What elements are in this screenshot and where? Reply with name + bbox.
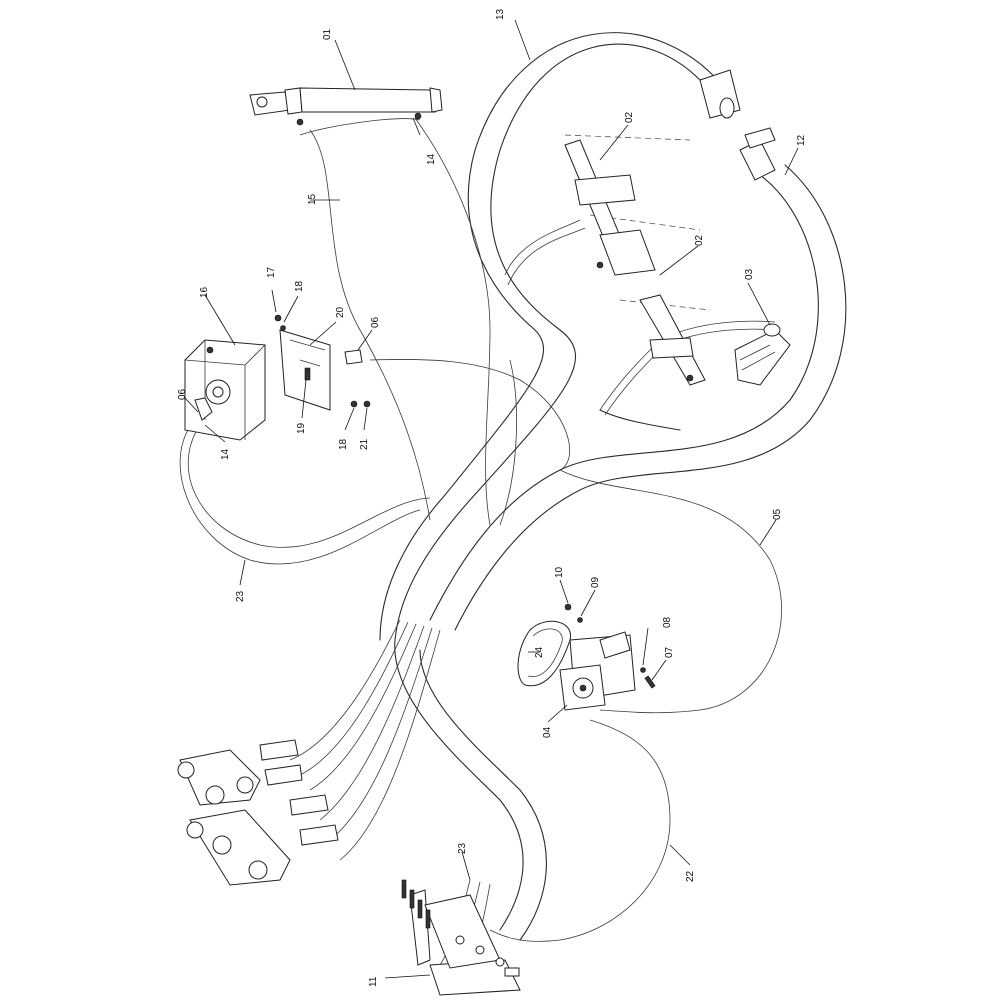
- callout-22: 22: [685, 870, 696, 882]
- callout-19: 19: [296, 422, 307, 434]
- callout-23-left: 23: [235, 590, 246, 602]
- callout-06-left: 06: [177, 388, 188, 400]
- callout-18-lower: 18: [338, 438, 349, 450]
- callout-14-lower: 14: [220, 448, 231, 460]
- callout-02-lower: 02: [694, 234, 705, 246]
- callout-18-upper: 18: [294, 280, 305, 292]
- cylinder-01: [249, 87, 443, 126]
- valve-group: [177, 739, 339, 886]
- callout-16: 16: [199, 286, 210, 298]
- valve-block-11: [401, 879, 521, 996]
- callout-17: 17: [266, 266, 277, 278]
- callout-13: 13: [495, 8, 506, 20]
- callout-07: 07: [664, 646, 675, 658]
- callout-11: 11: [368, 976, 379, 987]
- callout-01: 01: [322, 28, 333, 40]
- callout-03: 03: [744, 268, 755, 280]
- callout-23-bottom: 23: [457, 842, 468, 854]
- fittings-12: [739, 127, 776, 181]
- callout-24: 24: [534, 646, 545, 658]
- callout-04: 04: [542, 726, 553, 738]
- bracket-20: [274, 314, 371, 411]
- callout-09: 09: [590, 576, 601, 588]
- callout-08: 08: [662, 616, 673, 628]
- callout-20: 20: [335, 306, 346, 318]
- leader-lines: [184, 19, 799, 979]
- hose-13-bundle: [379, 32, 731, 941]
- cylinders-02: [564, 134, 711, 386]
- callout-14-upper: 14: [426, 153, 437, 165]
- pump-04: [559, 603, 656, 711]
- callout-15: 15: [307, 193, 318, 205]
- fittings-13: [699, 69, 741, 119]
- callout-02-upper: 02: [624, 111, 635, 123]
- tank-16: [184, 339, 266, 441]
- callout-10: 10: [554, 566, 565, 578]
- motor-03: [734, 323, 791, 386]
- callout-21: 21: [359, 438, 370, 450]
- callout-05: 05: [772, 508, 783, 520]
- callouts: 01 13 02 02 12 03 14 15 16 17 18 20 06 0…: [177, 8, 807, 987]
- callout-06-right: 06: [370, 316, 381, 328]
- callout-12: 12: [796, 134, 807, 146]
- belt-24: [517, 620, 571, 687]
